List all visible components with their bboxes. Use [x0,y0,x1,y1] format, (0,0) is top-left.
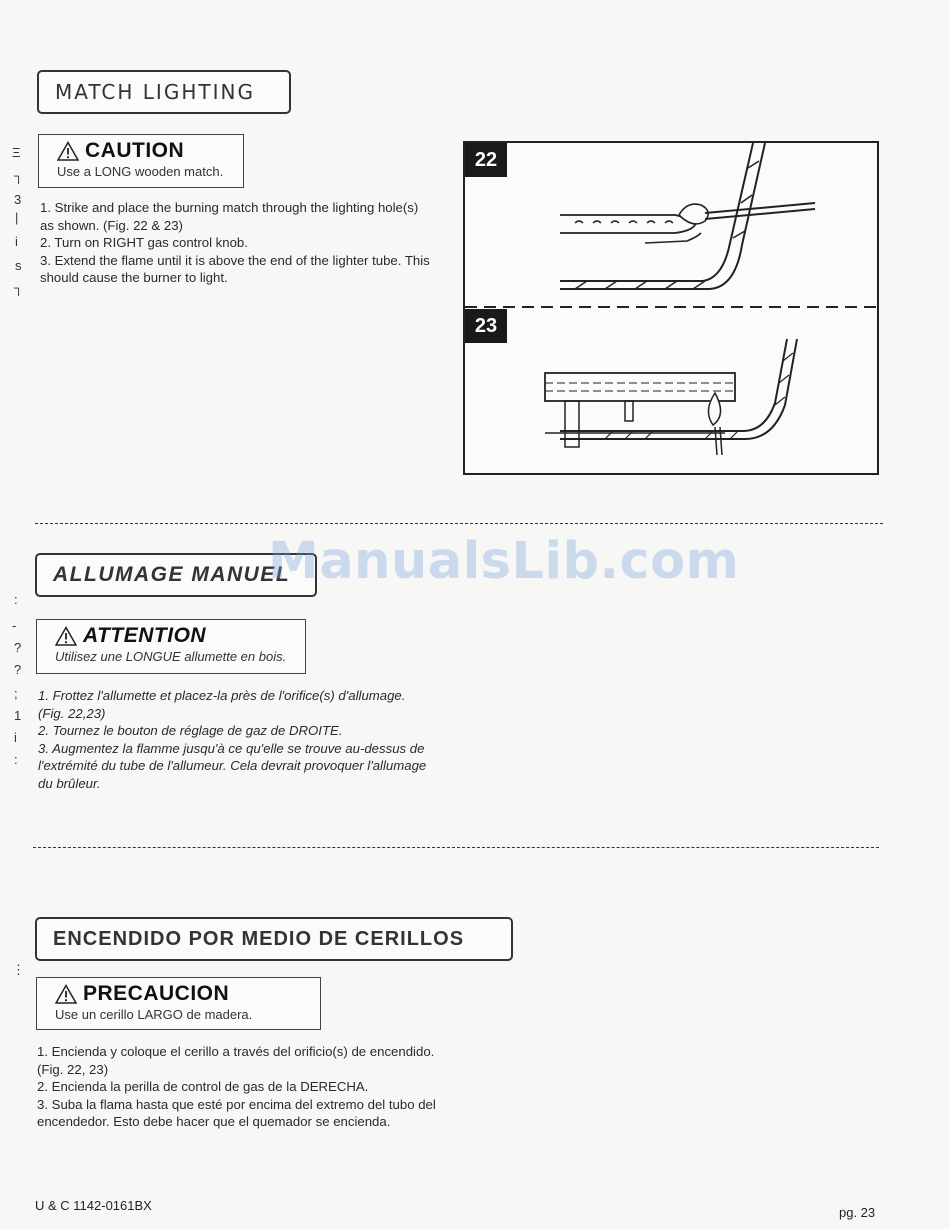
steps-spanish: 1. Encienda y coloque el cerillo a travé… [37,1043,436,1131]
burner-diagram [465,143,877,456]
steps-french: 1. Frottez l'allumette et placez-la près… [38,687,426,792]
step-line: (Fig. 22,23) [38,705,106,721]
scan-mark: : [14,752,18,767]
step-line: 3. Suba la flama hasta que esté por enci… [37,1096,436,1112]
step-line: (Fig. 22, 23) [37,1061,109,1077]
section-heading-french: ALLUMAGE MANUEL [35,553,317,597]
warning-icon [55,984,77,1004]
section-divider [35,523,883,524]
scan-mark: i [14,730,17,745]
caution-box-english: CAUTION Use a LONG wooden match. [38,134,244,188]
caution-box-spanish: PRECAUCION Use un cerillo LARGO de mader… [36,977,321,1030]
scan-mark: ┐ [14,168,24,183]
scan-mark: : [14,592,18,607]
figure-22-23: 22 23 [463,141,879,475]
step-line: 1. Frottez l'allumette et placez-la près… [38,688,406,703]
caution-box-french: ATTENTION Utilisez une LONGUE allumette … [36,619,306,674]
caution-title: ATTENTION [83,624,207,647]
step-line: as shown. (Fig. 22 & 23) [40,217,183,233]
heading-text: ALLUMAGE MANUEL [53,563,291,586]
scan-mark: 1 [14,708,22,723]
scan-mark: 3 [14,192,22,207]
step-line: 3. Augmentez la flamme jusqu'à ce qu'ell… [38,740,425,756]
step-line: 2. Turn on RIGHT gas control knob. [40,235,248,250]
caution-text: Use a LONG wooden match. [57,164,224,179]
scan-mark: | [15,210,19,225]
step-line: 2. Encienda la perilla de control de gas… [37,1079,369,1094]
step-line: 1. Strike and place the burning match th… [40,200,419,215]
scan-mark: i [15,234,18,249]
scan-mark: ; [14,686,18,701]
step-line: 1. Encienda y coloque el cerillo a travé… [37,1044,435,1059]
model-number: U & C 1142-0161BX [35,1198,152,1213]
caution-title: CAUTION [85,139,185,162]
heading-text: MATCH LIGHTING [55,80,255,104]
caution-title-row: CAUTION [57,139,233,163]
section-heading-english: MATCH LIGHTING [37,70,291,114]
warning-icon [57,141,79,161]
scan-mark: - [12,618,17,633]
figure-label-23: 23 [465,309,507,343]
steps-english: 1. Strike and place the burning match th… [40,199,430,287]
scan-mark: Ξ [12,145,21,160]
step-line: 2. Tournez le bouton de réglage de gaz d… [38,723,343,738]
step-line: 3. Extend the flame until it is above th… [40,252,430,268]
section-divider [33,847,879,848]
page-number: pg. 23 [839,1205,876,1220]
scan-mark: ⋮ [12,962,25,977]
scan-mark: ? [14,662,22,677]
caution-title-row: ATTENTION [55,624,295,648]
scan-mark: s [15,258,22,273]
scan-mark: ┐ [14,280,24,295]
caution-title-row: PRECAUCION [55,982,310,1006]
caution-title: PRECAUCION [83,982,230,1005]
section-heading-spanish: ENCENDIDO POR MEDIO DE CERILLOS [35,917,513,961]
step-line: du brûleur. [38,775,101,791]
watermark: ManualsLib.com [268,532,740,591]
warning-icon [55,626,77,646]
caution-text: Utilisez une LONGUE allumette en bois. [55,649,287,664]
heading-text: ENCENDIDO POR MEDIO DE CERILLOS [53,927,465,950]
scan-mark: ? [14,640,22,655]
step-line: encendedor. Esto debe hacer que el quema… [37,1114,391,1129]
caution-text: Use un cerillo LARGO de madera. [55,1007,253,1022]
step-line: l'extrémité du tube de l'allumeur. Cela … [38,758,427,773]
figure-label-22: 22 [465,143,507,177]
step-line: should cause the burner to light. [40,270,228,285]
